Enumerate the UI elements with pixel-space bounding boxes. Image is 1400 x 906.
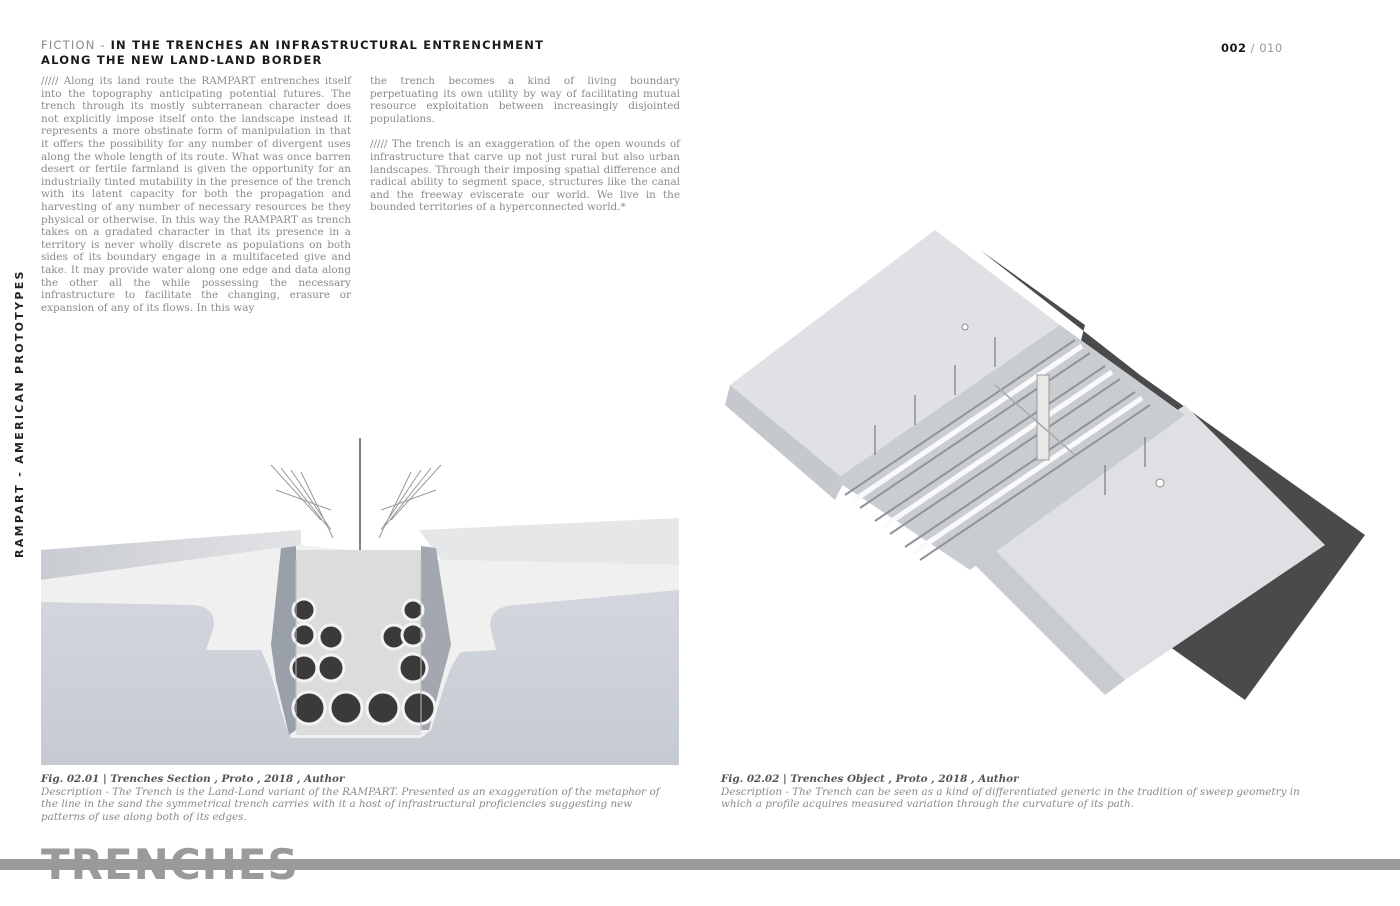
- page-number-total: 010: [1259, 41, 1283, 55]
- page-number: 002 / 010: [1221, 41, 1283, 55]
- body-paragraph: ///// The trench is an exaggeration of t…: [370, 138, 680, 214]
- page-number-separator: /: [1246, 41, 1260, 55]
- page-number-current: 002: [1221, 41, 1247, 55]
- caption-text: Description - The Trench can be seen as …: [721, 785, 1300, 811]
- caption-title: Fig. 02.02 | Trenches Object , Proto , 2…: [721, 773, 1019, 785]
- title-line-2: ALONG THE NEW LAND-LAND BORDER: [41, 53, 323, 67]
- title-line-1: IN THE TRENCHES AN INFRASTRUCTURAL ENTRE…: [110, 38, 545, 52]
- side-label: RAMPART - AMERICAN PROTOTYPES: [13, 269, 26, 558]
- body-paragraph: the trench becomes a kind of living boun…: [370, 75, 680, 125]
- body-column-2: the trench becomes a kind of living boun…: [370, 75, 680, 227]
- figure-trench-section: [41, 438, 679, 765]
- body-column-1: ///// Along its land route the RAMPART e…: [41, 75, 351, 327]
- figure-2-caption: Fig. 02.02 | Trenches Object , Proto , 2…: [721, 773, 1321, 811]
- caption-title: Fig. 02.01 | Trenches Section , Proto , …: [41, 773, 345, 785]
- footer-bar: [0, 859, 1400, 870]
- figure-trench-object: [725, 230, 1365, 700]
- caption-text: Description - The Trench is the Land-Lan…: [41, 785, 660, 823]
- title-prefix: FICTION -: [41, 38, 111, 52]
- body-paragraph: ///// Along its land route the RAMPART e…: [41, 75, 351, 314]
- figure-1-caption: Fig. 02.01 | Trenches Section , Proto , …: [41, 773, 661, 823]
- page-title: FICTION - IN THE TRENCHES AN INFRASTRUCT…: [41, 38, 601, 68]
